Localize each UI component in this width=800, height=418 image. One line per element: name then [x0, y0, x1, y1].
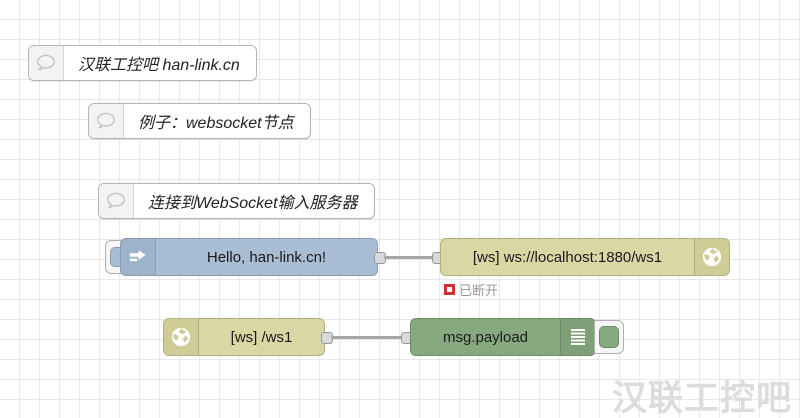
websocket-in-node[interactable]: [ws] /ws1 [163, 318, 325, 356]
comment-node-example[interactable]: 例子：websocket节点 [88, 103, 311, 139]
wire-ws-in-to-debug [331, 336, 404, 339]
wire-inject-to-ws-out [384, 256, 436, 259]
inject-arrow-icon [121, 239, 156, 275]
websocket-out-node[interactable]: [ws] ws://localhost:1880/ws1 [440, 238, 730, 276]
comment-node-han-link[interactable]: 汉联工控吧 han-link.cn [28, 45, 257, 81]
debug-node[interactable]: msg.payload [410, 318, 596, 356]
inject-node[interactable]: Hello, han-link.cn! [120, 238, 378, 276]
watermark: 汉联工控吧 [611, 379, 792, 418]
status-indicator-ring [444, 284, 455, 295]
debug-button-inner [599, 326, 619, 348]
comment-bubble-icon [29, 46, 64, 80]
globe-icon [694, 239, 729, 275]
comment-bubble-icon [89, 104, 124, 138]
websocket-out-node-label: [ws] ws://localhost:1880/ws1 [472, 248, 663, 266]
globe-icon [164, 319, 199, 355]
debug-node-label: msg.payload [442, 328, 529, 346]
comment-node-connect[interactable]: 连接到WebSocket输入服务器 [98, 183, 375, 219]
debug-toggle-button[interactable] [594, 320, 624, 354]
comment-label: 汉联工控吧 han-link.cn [78, 57, 240, 74]
comment-label: 例子：websocket节点 [138, 115, 294, 132]
inject-node-label: Hello, han-link.cn! [206, 248, 327, 266]
websocket-in-node-label: [ws] /ws1 [230, 328, 293, 346]
websocket-out-status: 已断开 [444, 280, 498, 299]
debug-lines-icon [560, 319, 595, 355]
comment-label: 连接到WebSocket输入服务器 [148, 195, 358, 212]
status-badge: 已断开 [459, 283, 499, 298]
comment-bubble-icon [99, 184, 134, 218]
